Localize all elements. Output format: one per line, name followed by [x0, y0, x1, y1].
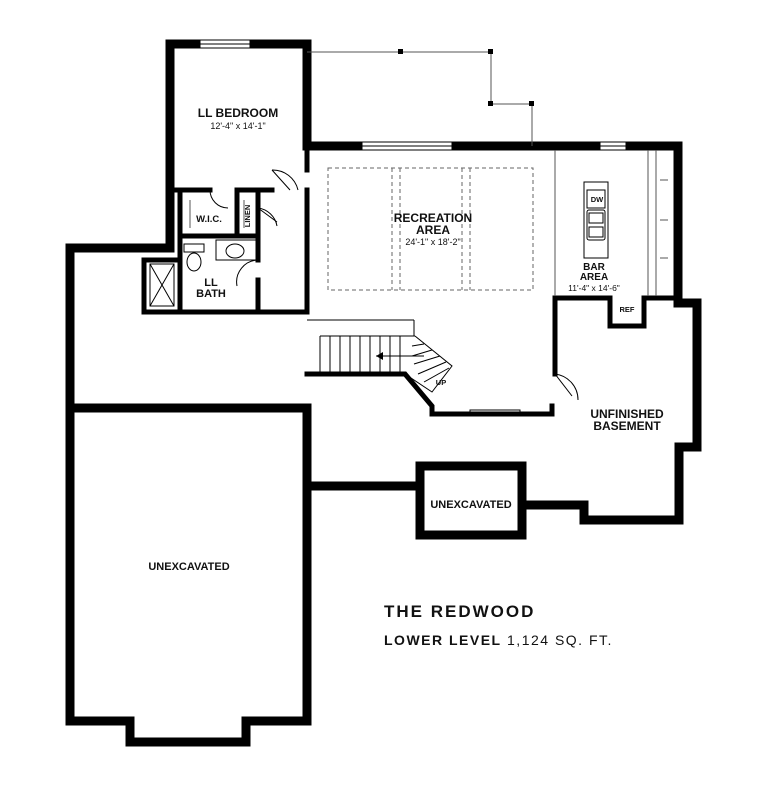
stairs	[307, 319, 453, 393]
door-swings	[209, 169, 579, 401]
unfinished-label-1: UNFINISHED	[590, 407, 664, 421]
windows	[199, 39, 627, 417]
unexcavated-large-label: UNEXCAVATED	[148, 561, 229, 573]
recreation-rug	[327, 167, 534, 291]
bar-label-2: AREA	[580, 272, 608, 283]
plan-title-block: THE REDWOOD LOWER LEVEL 1,124 SQ. FT.	[384, 602, 613, 648]
ll-bedroom-dims: 12'-4" x 14'-1"	[210, 121, 265, 131]
dishwasher-label: DW	[591, 195, 604, 204]
plan-name: THE REDWOOD	[384, 602, 536, 621]
patio-outline	[307, 49, 534, 146]
bath-fixtures	[149, 239, 257, 307]
recreation-label-2: AREA	[416, 223, 450, 237]
plan-area: 1,124 SQ. FT.	[507, 632, 613, 648]
plan-level: LOWER LEVEL	[384, 632, 502, 648]
exterior-walls	[65, 39, 702, 747]
bar-label-1: BAR	[583, 262, 605, 273]
unexcavated-small-label: UNEXCAVATED	[430, 499, 511, 511]
unfinished-label-2: BASEMENT	[593, 419, 661, 433]
interior-walls	[141, 143, 681, 417]
linen-label: LINEN	[243, 205, 252, 228]
recreation-label-1: RECREATION	[394, 211, 472, 225]
stairs-up-label: UP	[436, 378, 446, 387]
plan-level-area: LOWER LEVEL 1,124 SQ. FT.	[384, 632, 613, 648]
bar-cabinets	[554, 150, 668, 296]
closet-shelves	[189, 200, 245, 228]
wic-label: W.I.C.	[196, 214, 222, 225]
refrigerator-label: REF	[620, 305, 635, 314]
recreation-dims: 24'-1" x 18'-2"	[405, 237, 460, 247]
ll-bath-label-2: BATH	[196, 288, 226, 300]
ll-bath-label-1: LL	[204, 277, 218, 289]
ll-bedroom-label: LL BEDROOM	[198, 106, 278, 120]
bar-dims: 11'-4" x 14'-6"	[568, 283, 620, 293]
